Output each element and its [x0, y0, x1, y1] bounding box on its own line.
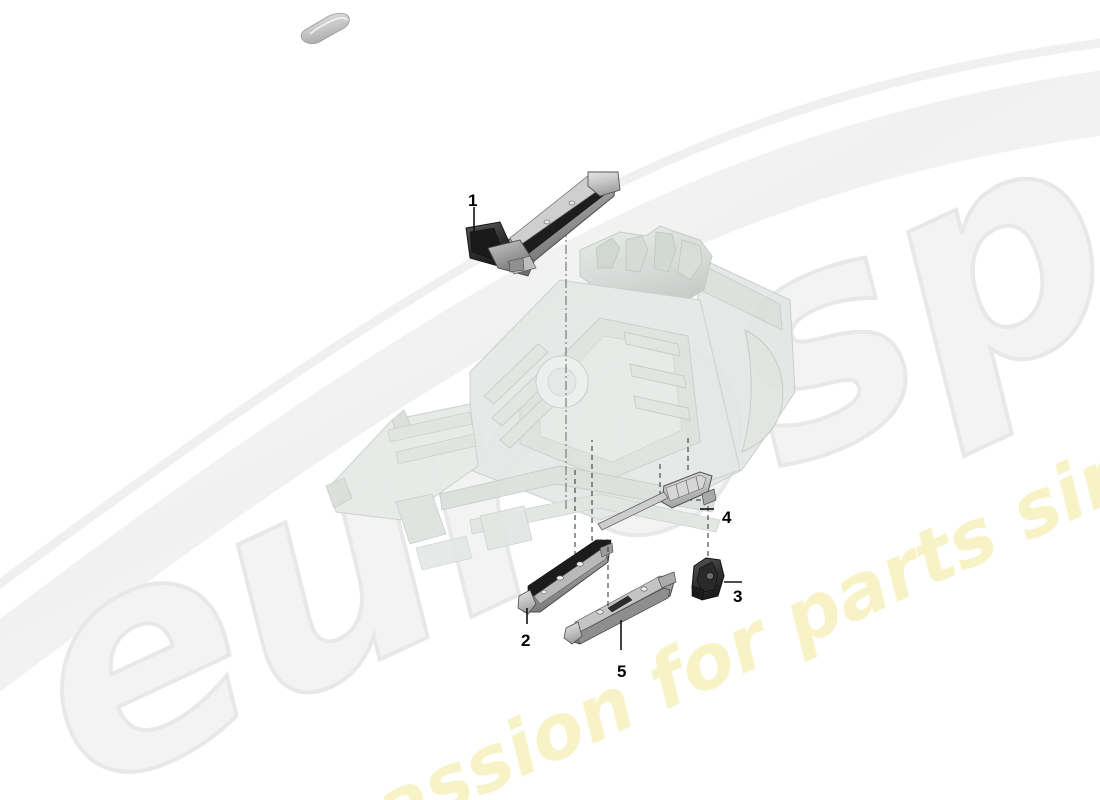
- callout-number-4[interactable]: 4: [722, 508, 732, 527]
- part-3-bracket-mount: [691, 557, 725, 601]
- part-2-sill-reinforcement: [517, 539, 614, 615]
- part-5-side-member-rail: [563, 571, 677, 645]
- callout-number-1[interactable]: 1: [468, 191, 478, 210]
- callout-number-2[interactable]: 2: [521, 631, 531, 650]
- callout-number-5[interactable]: 5: [617, 662, 627, 681]
- car-silhouette-icon: [300, 12, 350, 45]
- callout-number-3[interactable]: 3: [733, 587, 743, 606]
